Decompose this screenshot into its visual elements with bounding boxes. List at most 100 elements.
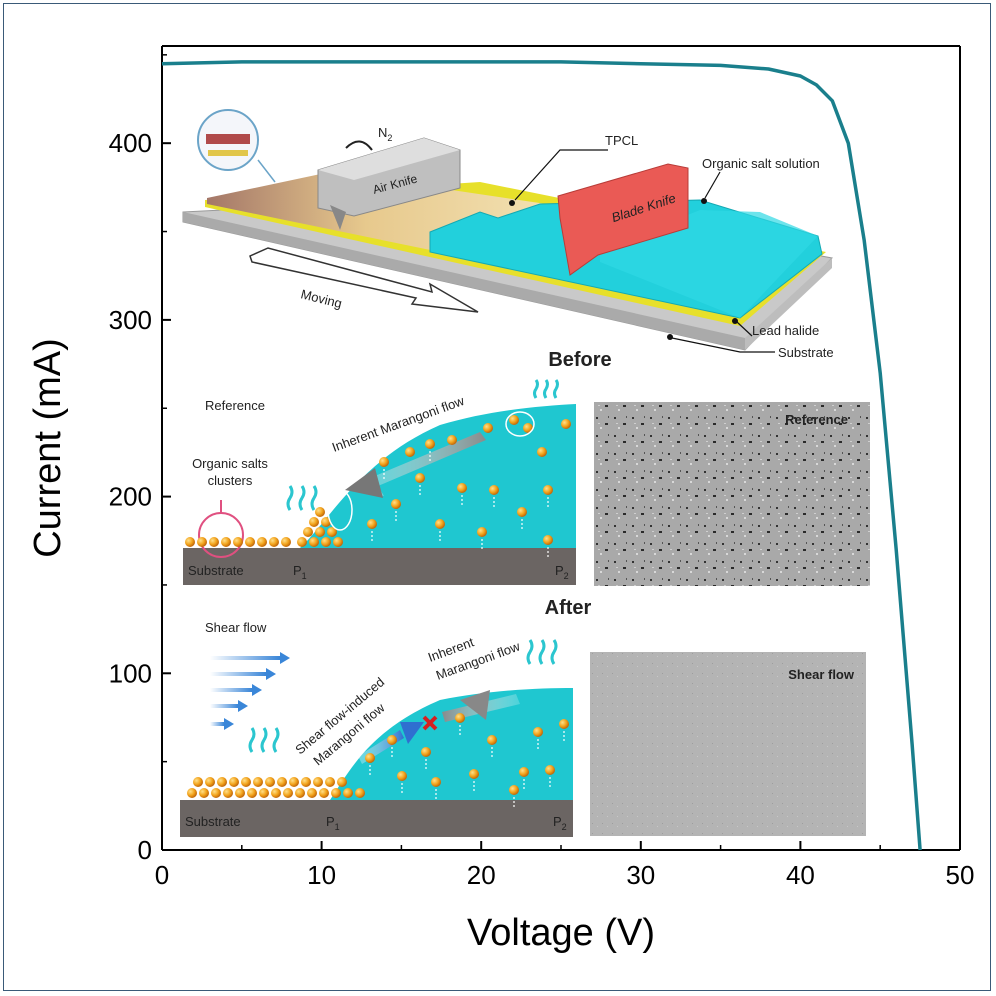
x-tick-label: 10 <box>307 860 336 890</box>
particle <box>309 537 319 547</box>
particle <box>221 537 231 547</box>
particle <box>185 537 195 547</box>
particle <box>543 535 553 545</box>
ticks <box>161 54 961 851</box>
x-tick-label: 30 <box>626 860 655 890</box>
particle <box>543 485 553 495</box>
organic-salt-solution-label: Organic salt solution <box>702 156 820 171</box>
particle <box>455 713 465 723</box>
after-p1-label: P1 <box>326 814 340 832</box>
particle <box>211 788 221 798</box>
particle <box>289 777 299 787</box>
particle <box>187 788 197 798</box>
particle <box>387 735 397 745</box>
particle <box>561 419 571 429</box>
particle <box>303 527 313 537</box>
particle <box>197 537 207 547</box>
n2-label: N2 <box>378 125 392 143</box>
before-p1-label: P1 <box>293 563 307 581</box>
particle <box>477 527 487 537</box>
particle <box>457 483 467 493</box>
before-particles <box>185 415 571 557</box>
after-p2-label: P2 <box>553 814 567 832</box>
particle <box>519 767 529 777</box>
particle <box>545 765 555 775</box>
jv-curve-line <box>161 60 922 851</box>
particle <box>431 777 441 787</box>
y-tick-label: 100 <box>109 658 152 688</box>
particle <box>367 519 377 529</box>
solution-pointer <box>704 171 721 199</box>
y-tick-label: 300 <box>109 305 152 335</box>
substrate-edge <box>183 212 745 350</box>
before-edge-highlight <box>327 489 353 531</box>
before-heading: Before <box>548 349 611 371</box>
solution-dot <box>701 198 707 204</box>
figure-frame <box>3 3 991 991</box>
particle <box>309 517 319 527</box>
axes <box>161 45 961 851</box>
lead-halide-label: Lead halide <box>752 323 819 338</box>
particle <box>307 788 317 798</box>
particle <box>253 777 263 787</box>
particle <box>297 537 307 547</box>
particle <box>245 537 255 547</box>
x-tick-label: 0 <box>155 860 169 890</box>
particle <box>269 537 279 547</box>
particle <box>331 788 341 798</box>
lead-halide-pointer <box>736 321 753 337</box>
crystal-base-icon <box>208 150 248 156</box>
particle <box>315 507 325 517</box>
before-solution-droplet <box>300 404 576 548</box>
particle <box>321 537 331 547</box>
before-cluster-highlight <box>505 411 535 437</box>
y-tick-label: 0 <box>138 835 152 865</box>
particle <box>483 423 493 433</box>
sem-reference-label: Reference <box>785 412 848 427</box>
substrate-label: Substrate <box>778 345 834 360</box>
clusters-label-line1: Organic salts <box>192 456 268 471</box>
y-axis-label: Current (mA) <box>27 338 69 558</box>
particle <box>301 777 311 787</box>
particle <box>537 447 547 457</box>
sem-shear-label: Shear flow <box>788 667 855 682</box>
particle <box>241 777 251 787</box>
particle <box>295 788 305 798</box>
particle <box>205 777 215 787</box>
shear-flow-label: Shear flow <box>205 620 267 635</box>
particle <box>469 769 479 779</box>
after-panel: After Shear flow Substrate P1 P2 Inheren… <box>180 597 866 837</box>
particle <box>391 499 401 509</box>
after-substrate-bar <box>180 800 573 837</box>
particle <box>247 788 257 798</box>
n2-flow-icon <box>345 140 373 151</box>
particle <box>315 527 325 537</box>
air-knife-top <box>318 138 460 180</box>
particle <box>559 719 569 729</box>
particle <box>271 788 281 798</box>
before-evaporation-icon <box>286 379 559 511</box>
after-solution-droplet <box>330 688 573 800</box>
particle <box>223 788 233 798</box>
particle <box>217 777 227 787</box>
tpcl-dot <box>509 200 515 206</box>
moving-arrow-icon <box>249 247 479 313</box>
y-tick-label: 400 <box>109 128 152 158</box>
particle <box>235 788 245 798</box>
coating-schematic: Blade Knife Air Knife N2 Moving TPCL Org… <box>182 109 834 360</box>
lead-halide-dot <box>732 318 738 324</box>
particle <box>533 727 543 737</box>
particle <box>435 519 445 529</box>
particle <box>447 435 457 445</box>
particle <box>333 537 343 547</box>
before-substrate-label: Substrate <box>188 563 244 578</box>
particle <box>313 777 323 787</box>
sem-shear-image <box>590 652 866 836</box>
particle <box>523 423 533 433</box>
particle <box>379 457 389 467</box>
particle <box>233 537 243 547</box>
tpcl-label: TPCL <box>605 133 638 148</box>
air-knife-nozzle <box>330 205 346 230</box>
induced-arrow-head <box>400 722 424 744</box>
